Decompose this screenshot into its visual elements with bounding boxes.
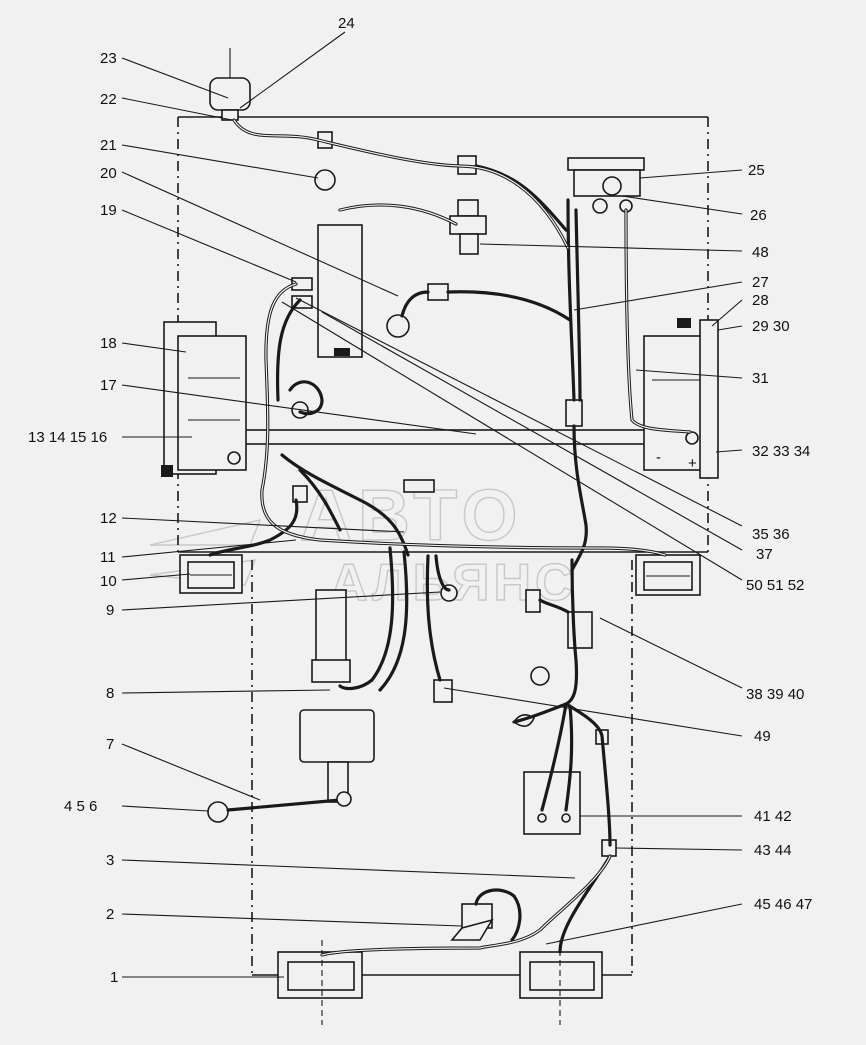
callout-labels: 24 23 22 21 20 19 18 17 13 14 15 16 12 1… <box>28 15 812 986</box>
label-37: 37 <box>756 546 773 563</box>
lamp-right <box>635 554 701 596</box>
label-31: 31 <box>752 370 769 387</box>
label-9: 9 <box>106 602 114 619</box>
label-3: 3 <box>106 852 114 869</box>
label-49: 49 <box>754 728 771 745</box>
label-7: 7 <box>106 736 114 753</box>
label-20: 20 <box>100 165 117 182</box>
relay-box <box>317 224 363 358</box>
fuse-48 <box>449 199 487 255</box>
label-8: 8 <box>106 685 114 702</box>
label-13-16: 13 14 15 16 <box>28 429 107 446</box>
label-26: 26 <box>750 207 767 224</box>
label-25: 25 <box>748 162 765 179</box>
label-12: 12 <box>100 510 117 527</box>
svg-text:-: - <box>656 449 661 466</box>
label-23: 23 <box>100 50 117 67</box>
leader-lines <box>121 31 743 978</box>
label-4-5-6: 4 5 6 <box>64 798 97 815</box>
label-28: 28 <box>752 292 769 309</box>
label-48: 48 <box>752 244 769 261</box>
label-17: 17 <box>100 377 117 394</box>
lever-4-5-6 <box>207 791 352 823</box>
label-38-40: 38 39 40 <box>746 686 804 703</box>
upper-frame <box>177 116 709 555</box>
label-21: 21 <box>100 137 117 154</box>
label-50-52: 50 51 52 <box>746 577 804 594</box>
cross-bar <box>189 429 669 445</box>
horn-23 <box>209 48 251 121</box>
label-11: 11 <box>100 549 116 566</box>
label-29-30: 29 30 <box>752 318 790 335</box>
label-41-42: 41 42 <box>754 808 792 825</box>
panel-25 <box>567 157 645 214</box>
lamp-left <box>179 554 243 594</box>
label-32-34: 32 33 34 <box>752 443 810 460</box>
label-19: 19 <box>100 202 117 219</box>
label-2: 2 <box>106 906 114 923</box>
label-35-36: 35 36 <box>752 526 790 543</box>
rear-lamp-right <box>519 940 603 1025</box>
label-24: 24 <box>338 15 355 32</box>
label-27: 27 <box>752 274 769 291</box>
switch-41-42 <box>523 771 581 835</box>
svg-text:+: + <box>688 455 697 472</box>
coil-2 <box>450 903 494 941</box>
starter-8 <box>299 589 375 803</box>
label-45-47: 45 46 47 <box>754 896 812 913</box>
battery-right: + - <box>643 318 719 479</box>
harness-highlight <box>233 119 691 956</box>
label-22: 22 <box>100 91 117 108</box>
label-10: 10 <box>100 573 117 590</box>
label-43-44: 43 44 <box>754 842 792 859</box>
label-18: 18 <box>100 335 117 352</box>
label-1: 1 <box>110 969 118 986</box>
rear-lamp-left <box>277 940 363 1025</box>
battery-left <box>161 321 247 477</box>
